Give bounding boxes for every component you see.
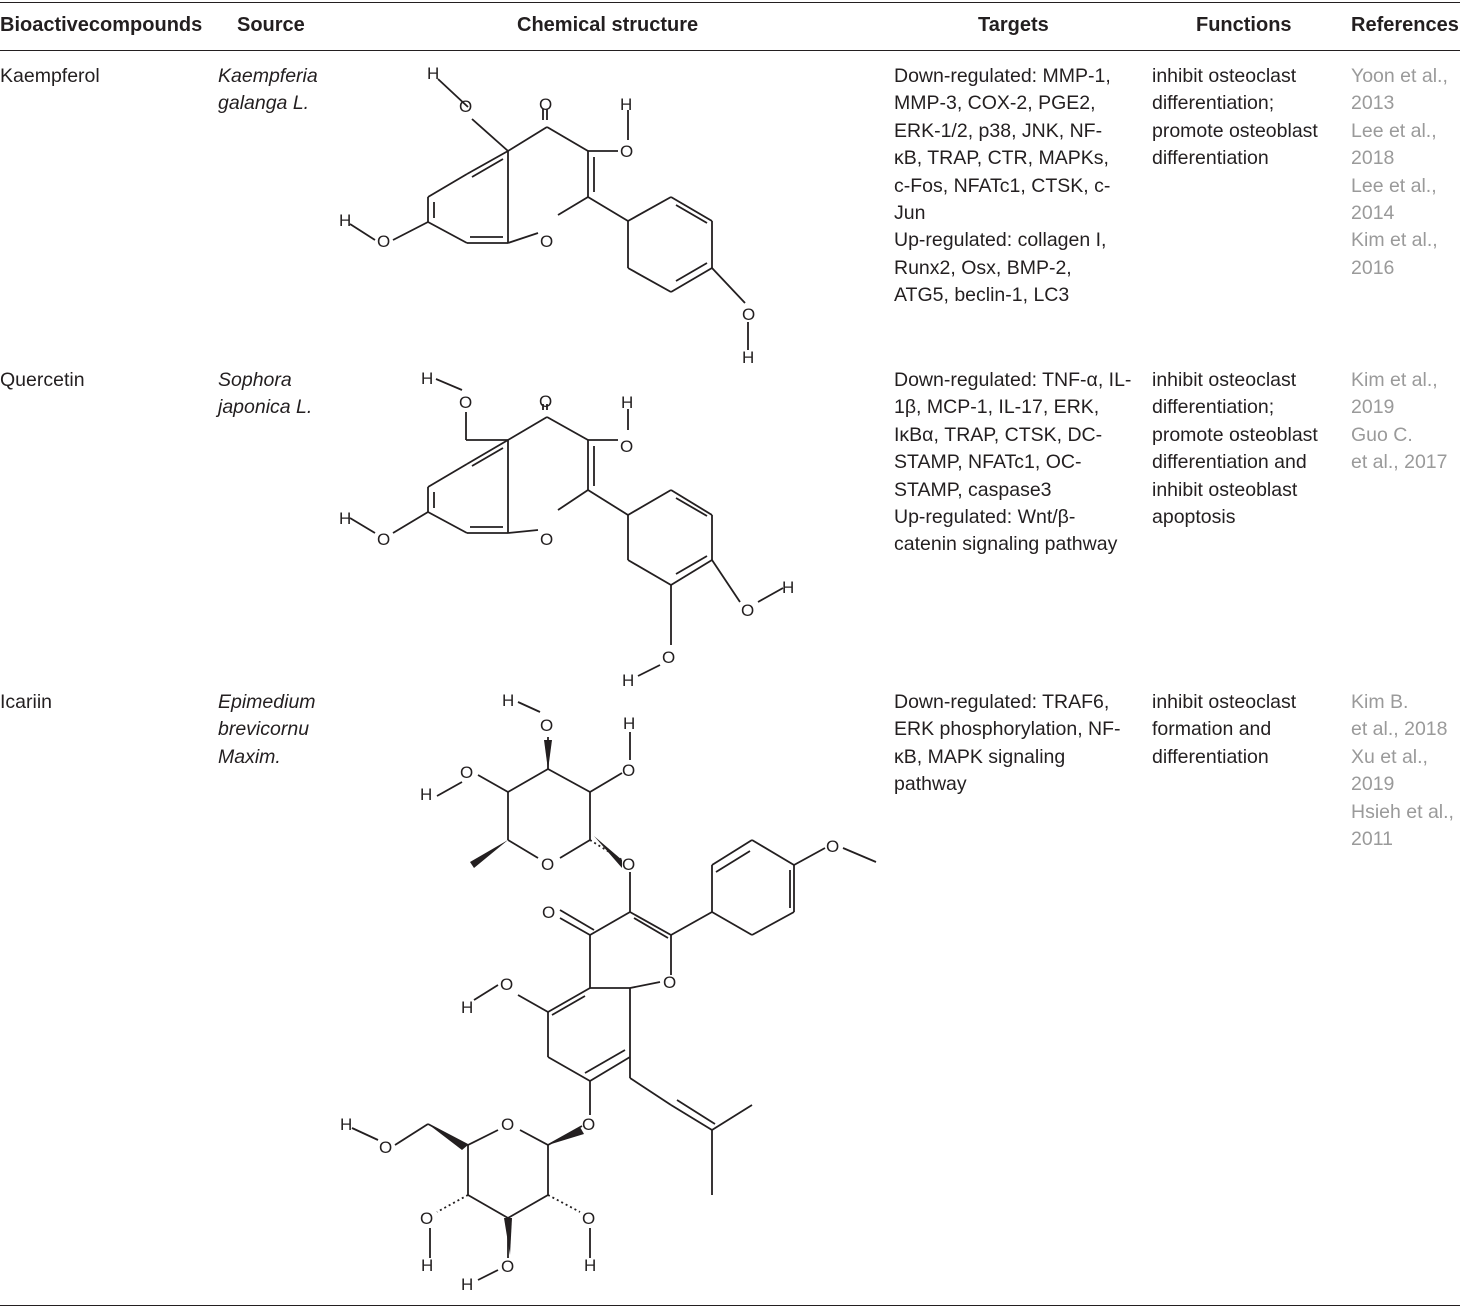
atom-label: H — [461, 1275, 473, 1294]
atom-label: O — [663, 973, 676, 992]
atom-label: H — [427, 64, 439, 83]
references-list: Kim B.et al., 2018 Xu et al.,2019 Hsieh … — [1351, 689, 1454, 853]
compound-name: Icariin — [0, 691, 53, 713]
atom-label: O — [620, 437, 633, 456]
atom-label: H — [622, 671, 634, 690]
atom-label: O — [540, 716, 553, 735]
reference-link[interactable]: Kim B.et al., 2018 — [1351, 691, 1448, 741]
atom-label: O — [826, 837, 839, 856]
reference-link[interactable]: Yoon et al.,2013 — [1351, 65, 1448, 115]
atom-label: O — [459, 97, 472, 116]
reference-link[interactable]: Lee et al.,2014 — [1351, 174, 1437, 225]
header-chemical-structure: Chemical structure — [517, 14, 699, 36]
atom-label: O — [622, 761, 635, 780]
reference-link[interactable]: Lee et al.,2018 — [1351, 119, 1437, 170]
atom-label: H — [620, 95, 632, 114]
atom-label: H — [742, 348, 754, 367]
header-source: Source — [237, 14, 305, 36]
atom-label: H — [420, 785, 432, 804]
atom-label: O — [620, 142, 633, 161]
atom-label: H — [421, 1256, 433, 1275]
header-bioactive-compounds: Bioactivecompounds — [0, 14, 203, 36]
atom-label: O — [501, 1257, 514, 1276]
atom-label: O — [542, 903, 555, 922]
atom-label: O — [500, 975, 513, 994]
targets-list: Down-regulated: MMP-1,MMP-3, COX-2, PGE2… — [894, 65, 1111, 307]
references-list: Yoon et al.,2013 Lee et al.,2018 Lee et … — [1351, 63, 1448, 282]
atom-label: O — [539, 95, 552, 114]
atom-label: O — [459, 393, 472, 412]
targets-list: Down-regulated: TNF-α, IL-1β, MCP-1, IL-… — [894, 369, 1132, 556]
atom-label: O — [460, 763, 473, 782]
atom-label: O — [420, 1209, 433, 1228]
header-rule — [0, 50, 1460, 51]
atom-label: H — [782, 578, 794, 597]
atom-label: H — [461, 998, 473, 1017]
atom-label: H — [621, 393, 633, 412]
atom-label: O — [622, 855, 635, 874]
atom-label: O — [582, 1209, 595, 1228]
atom-label: H — [339, 509, 351, 528]
compound-name: Kaempferol — [0, 65, 100, 87]
atom-label: H — [339, 211, 351, 230]
header-targets: Targets — [978, 14, 1049, 36]
atom-label: O — [741, 601, 754, 620]
atom-label: H — [340, 1115, 352, 1134]
reference-link[interactable]: Hsieh et al.,2011 — [1351, 800, 1454, 851]
atom-label: O — [540, 530, 553, 549]
targets-list: Down-regulated: TRAF6,ERK phosphorylatio… — [894, 691, 1121, 796]
atom-label: H — [584, 1256, 596, 1275]
reference-link[interactable]: Kim et al.,2019 — [1351, 369, 1438, 419]
atom-label: O — [377, 530, 390, 549]
atom-label: O — [501, 1115, 514, 1134]
atom-label: O — [662, 648, 675, 667]
atom-label: O — [539, 392, 552, 411]
header-references: References — [1351, 14, 1459, 36]
atom-label: O — [377, 232, 390, 251]
table-bottom-rule — [0, 1305, 1460, 1306]
references-list: Kim et al.,2019 Guo C.et al., 2017 — [1351, 367, 1448, 477]
table-top-rule — [0, 2, 1460, 3]
atom-label: O — [742, 305, 755, 324]
atom-label: O — [379, 1138, 392, 1157]
reference-link[interactable]: Guo C.et al., 2017 — [1351, 423, 1448, 474]
atom-label: H — [623, 714, 635, 733]
reference-link[interactable]: Xu et al.,2019 — [1351, 745, 1428, 796]
atom-label: H — [502, 691, 514, 710]
atom-label: O — [541, 855, 554, 874]
atom-label: O — [540, 232, 553, 251]
header-functions: Functions — [1196, 14, 1292, 36]
atom-label: H — [421, 369, 433, 388]
reference-link[interactable]: Kim et al.,2016 — [1351, 229, 1438, 279]
compound-name: Quercetin — [0, 369, 85, 391]
atom-label: O — [582, 1115, 595, 1134]
